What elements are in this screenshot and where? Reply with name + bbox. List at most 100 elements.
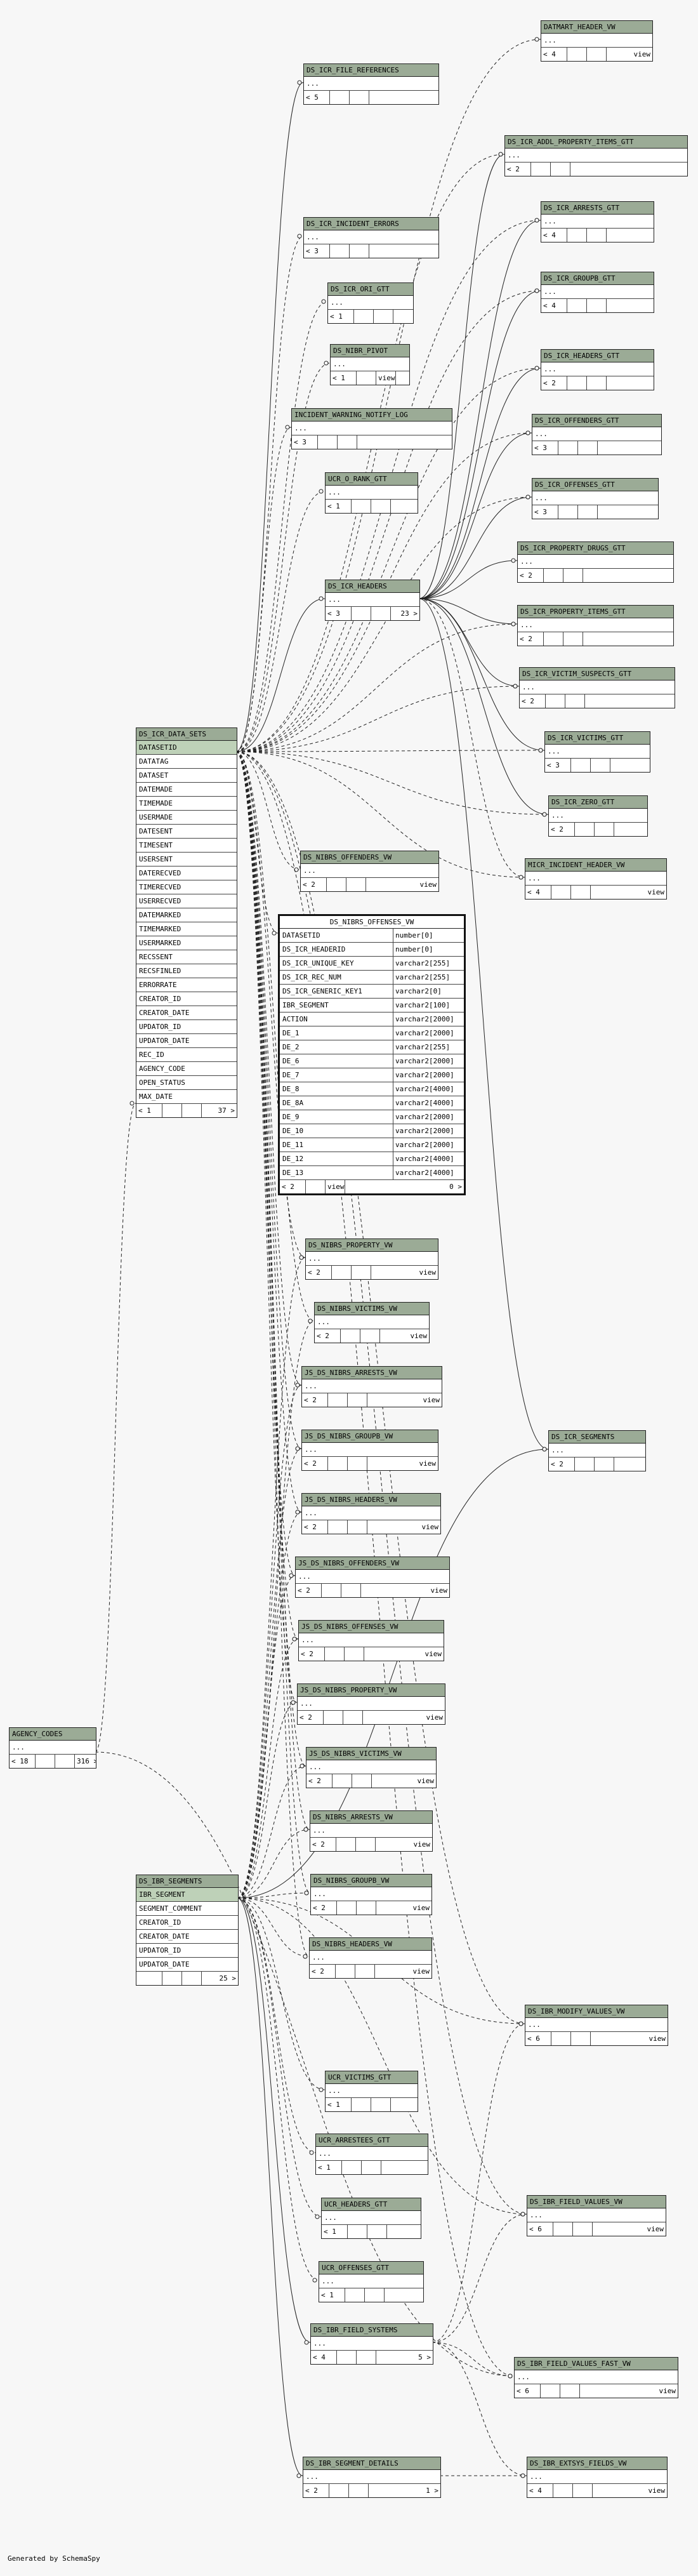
parents-count[interactable]: < 3 <box>292 435 318 449</box>
parents-count[interactable]: < 2 <box>298 1711 324 1724</box>
parents-count[interactable]: < 18 <box>10 1755 36 1768</box>
column-row[interactable]: CREATOR_DATE <box>136 1006 237 1020</box>
children-link[interactable]: view <box>419 880 437 889</box>
children-link[interactable] <box>570 163 687 176</box>
children-link[interactable] <box>391 2098 418 2111</box>
children-link[interactable]: 5 > <box>418 2353 431 2361</box>
children-link[interactable] <box>598 441 661 455</box>
table-name[interactable]: DS_IBR_MODIFY_VALUES_VW <box>525 2005 668 2018</box>
table-name[interactable]: DS_IBR_SEGMENT_DETAILS <box>303 2457 440 2470</box>
children-link[interactable]: view <box>659 2387 676 2395</box>
column-row[interactable]: TIMEMARKED <box>136 922 237 936</box>
collapsed-columns[interactable]: ... <box>310 1824 432 1838</box>
column-row[interactable]: CREATOR_ID <box>136 1916 238 1930</box>
column-row[interactable]: DATESENT <box>136 825 237 839</box>
table-name[interactable]: JS_DS_NIBRS_HEADERS_VW <box>302 1494 440 1506</box>
collapsed-columns[interactable]: ... <box>541 362 654 376</box>
children-link[interactable] <box>614 823 647 836</box>
column-row[interactable]: TIMESENT <box>136 839 237 853</box>
children-link[interactable]: view <box>419 1459 437 1468</box>
table-name[interactable]: DS_ICR_ORI_GTT <box>328 283 413 296</box>
table-name[interactable]: JS_DS_NIBRS_OFFENDERS_VW <box>296 1557 449 1570</box>
table-name[interactable]: DS_NIBRS_ARRESTS_VW <box>310 1811 432 1824</box>
collapsed-columns[interactable]: ... <box>304 230 438 244</box>
column-row[interactable]: REC_ID <box>136 1048 237 1062</box>
table-name[interactable]: DS_NIBR_PIVOT <box>331 345 409 357</box>
collapsed-columns[interactable]: ... <box>541 34 652 48</box>
collapsed-columns[interactable]: ... <box>301 864 438 878</box>
collapsed-columns[interactable]: ... <box>541 215 654 229</box>
children-link[interactable] <box>607 376 654 390</box>
parents-count[interactable]: < 2 <box>315 1329 341 1343</box>
column-row[interactable]: RECSSENT <box>136 950 237 964</box>
children-link[interactable]: 316 > <box>77 1757 96 1765</box>
table-name[interactable]: DS_ICR_DATA_SETS <box>136 728 237 741</box>
table-name[interactable]: DS_NIBRS_OFFENDERS_VW <box>301 851 438 864</box>
parents-count[interactable]: < 2 <box>505 163 531 176</box>
parents-count[interactable]: < 4 <box>525 886 551 899</box>
table-ds-icr-victims-gtt[interactable]: DS_ICR_VICTIMS_GTT...< 3 <box>544 731 650 773</box>
column-row[interactable]: UPDATOR_ID <box>136 1944 238 1958</box>
column-row[interactable]: DATASETID <box>136 741 237 755</box>
collapsed-columns[interactable]: ... <box>292 422 452 435</box>
table-ucr-o-rank-gtt[interactable]: UCR_O_RANK_GTT...< 1 <box>325 472 418 514</box>
collapsed-columns[interactable]: ... <box>549 1444 645 1457</box>
column-row[interactable]: CREATOR_ID <box>136 992 237 1006</box>
collapsed-columns[interactable]: ... <box>527 2208 666 2222</box>
column-row[interactable]: DATERECVED <box>136 866 237 880</box>
parents-count[interactable]: < 2 <box>303 2484 329 2497</box>
parents-count[interactable]: < 4 <box>527 2484 553 2497</box>
table-ds-icr-property-drugs-gtt[interactable]: DS_ICR_PROPERTY_DRUGS_GTT...< 2 <box>517 541 674 583</box>
collapsed-columns[interactable]: ... <box>322 2211 421 2225</box>
table-ds-icr-property-items-gtt[interactable]: DS_ICR_PROPERTY_ITEMS_GTT...< 2 <box>517 605 674 646</box>
children-link[interactable]: view <box>413 1840 431 1849</box>
parents-count[interactable]: < 2 <box>520 694 546 708</box>
column-row[interactable]: SEGMENT_COMMENT <box>136 1902 238 1916</box>
collapsed-columns[interactable]: ... <box>319 2274 423 2288</box>
table-name[interactable]: DS_ICR_SEGMENTS <box>549 1431 645 1444</box>
table-name[interactable]: DS_IBR_FIELD_VALUES_VW <box>527 2196 666 2208</box>
collapsed-columns[interactable]: ... <box>541 285 654 299</box>
table-name[interactable]: DS_ICR_ADDL_PROPERTY_ITEMS_GTT <box>505 136 687 149</box>
table-name[interactable]: DS_ICR_ARRESTS_GTT <box>541 202 654 215</box>
column-row[interactable]: CREATOR_DATE <box>136 1930 238 1944</box>
parents-count[interactable]: < 1 <box>328 310 354 323</box>
table-name[interactable]: DS_ICR_VICTIMS_GTT <box>545 732 650 745</box>
table-ds-icr-ori-gtt[interactable]: DS_ICR_ORI_GTT...< 1 <box>327 282 414 324</box>
column-row[interactable]: OPEN_STATUS <box>136 1076 237 1090</box>
column-row[interactable]: USERSENT <box>136 853 237 866</box>
table-name[interactable]: DS_IBR_FIELD_SYSTEMS <box>311 2324 433 2337</box>
table-name[interactable]: DS_ICR_OFFENSES_GTT <box>532 479 658 491</box>
parents-count[interactable]: < 2 <box>310 1838 336 1851</box>
table-ds-nibrs-arrests-vw[interactable]: DS_NIBRS_ARRESTS_VW...< 2 view <box>310 1810 433 1852</box>
children-link[interactable] <box>387 2225 421 2238</box>
collapsed-columns[interactable]: ... <box>326 2084 418 2098</box>
column-row[interactable]: USERMARKED <box>136 936 237 950</box>
collapsed-columns[interactable]: ... <box>302 1443 438 1457</box>
children-link[interactable]: view <box>417 1777 435 1785</box>
table-ucr-victims-gtt[interactable]: UCR_VICTIMS_GTT...< 1 <box>325 2071 418 2112</box>
table-name[interactable]: DS_NIBRS_HEADERS_VW <box>310 1938 431 1951</box>
table-name[interactable]: DS_ICR_VICTIM_SUSPECTS_GTT <box>520 668 675 681</box>
collapsed-columns[interactable]: ... <box>306 1760 436 1774</box>
collapsed-columns[interactable]: ... <box>328 296 413 310</box>
children-link[interactable]: view <box>410 1332 428 1340</box>
parents-count[interactable]: < 4 <box>541 48 567 61</box>
parents-count[interactable]: < 1 <box>316 2161 342 2174</box>
children-link[interactable] <box>357 435 452 449</box>
collapsed-columns[interactable]: ... <box>525 2018 668 2032</box>
